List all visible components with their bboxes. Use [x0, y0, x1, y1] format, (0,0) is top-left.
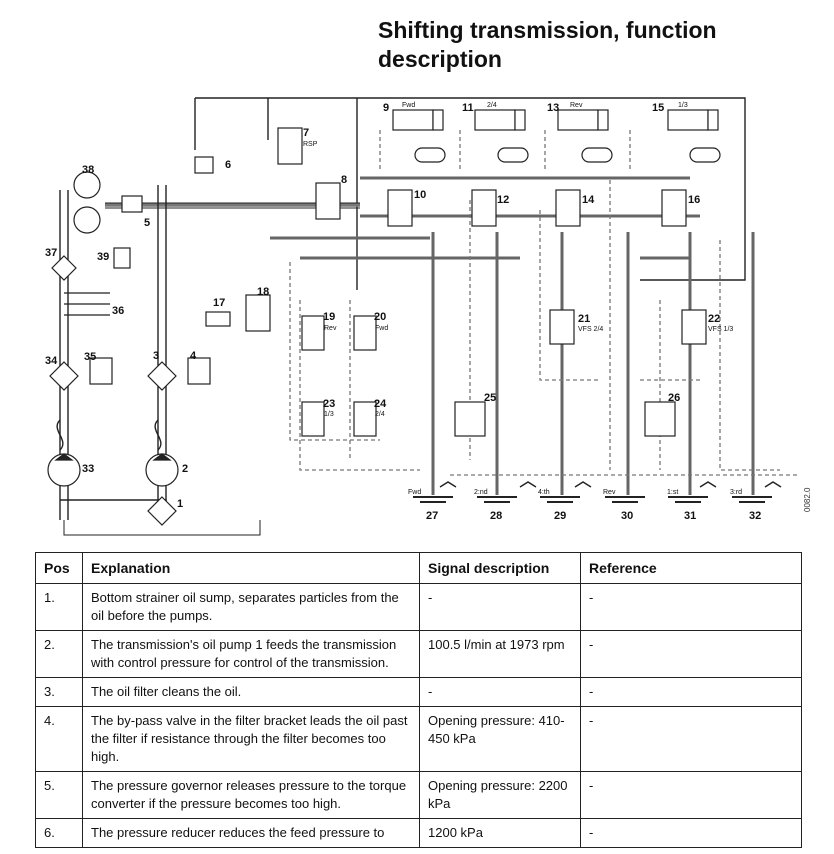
pos-label: 11	[462, 102, 474, 114]
header-reference: Reference	[580, 552, 802, 584]
pos-label: 12	[497, 194, 509, 206]
cell-reference: -	[580, 818, 802, 848]
cell-reference: -	[580, 677, 802, 707]
clutch-label: 4:th	[538, 489, 550, 496]
page-title: Shifting transmission, function descript…	[378, 17, 717, 72]
table-row: 3. The oil filter cleans the oil. - -	[35, 677, 802, 707]
pos-label: 34	[45, 355, 58, 367]
cell-signal: Opening pressure: 2200 kPa	[419, 771, 581, 819]
pos-label: 2	[182, 463, 188, 475]
cell-pos: 5.	[35, 771, 83, 819]
valve-label: Rev	[570, 102, 583, 109]
clutch-label: 3:rd	[730, 489, 742, 496]
pos-label: 22	[708, 313, 720, 325]
valve-label: 1/3	[324, 411, 334, 418]
cell-reference: -	[580, 706, 802, 772]
valve-label: Fwd	[402, 102, 415, 109]
cell-signal: -	[419, 677, 581, 707]
pos-label: 1	[177, 498, 183, 510]
pos-label: 21	[578, 313, 590, 325]
pos-label: 37	[45, 247, 57, 259]
document-id: 0082.0	[803, 487, 812, 512]
hydraulic-diagram: 1 2 3 4 5 6 7 8 9 10 11 12 13 14 15 16 1…	[45, 97, 800, 536]
pos-label: 17	[213, 297, 225, 309]
pos-label: 26	[668, 392, 680, 404]
pos-label: 31	[684, 510, 696, 522]
pos-label: 4	[190, 350, 197, 362]
pos-label: 28	[490, 510, 502, 522]
pos-label: 15	[652, 102, 664, 114]
cell-explanation: The pressure governor releases pressure …	[82, 771, 420, 819]
cell-explanation: The by-pass valve in the filter bracket …	[82, 706, 420, 772]
table-row: 2. The transmission's oil pump 1 feeds t…	[35, 630, 802, 678]
cell-signal: -	[419, 583, 581, 631]
valve-label: VFS 1/3	[708, 326, 733, 333]
valve-label: 2/4	[487, 102, 497, 109]
clutch-label: Fwd	[408, 489, 421, 496]
pos-label: 10	[414, 189, 426, 201]
pos-label: 27	[426, 510, 438, 522]
pos-label: 8	[341, 174, 347, 186]
pos-label: 6	[225, 159, 231, 171]
pos-label: 3	[153, 350, 159, 362]
cell-pos: 2.	[35, 630, 83, 678]
table-header-row: Pos Explanation Signal description Refer…	[35, 552, 802, 584]
pos-label: 18	[257, 286, 269, 298]
pos-label: 5	[144, 217, 150, 229]
pos-label: 25	[484, 392, 496, 404]
cell-explanation: The transmission's oil pump 1 feeds the …	[82, 630, 420, 678]
valve-label: 2/4	[375, 411, 385, 418]
table-row: 4. The by-pass valve in the filter brack…	[35, 706, 802, 772]
valve-label: VFS 2/4	[578, 326, 603, 333]
pos-label: 9	[383, 102, 389, 114]
cell-pos: 1.	[35, 583, 83, 631]
header-pos: Pos	[35, 552, 83, 584]
pos-label: 33	[82, 463, 94, 475]
pos-label: 30	[621, 510, 633, 522]
pos-label: 19	[323, 311, 335, 323]
pos-label: 38	[82, 164, 94, 176]
valve-label: Fwd	[375, 325, 388, 332]
valve-label: 1/3	[678, 102, 688, 109]
pos-label: 14	[582, 194, 595, 206]
cell-reference: -	[580, 583, 802, 631]
valve-label: Rev	[324, 325, 337, 332]
pos-label: 29	[554, 510, 566, 522]
cell-explanation: The pressure reducer reduces the feed pr…	[82, 818, 420, 848]
cell-explanation: The oil filter cleans the oil.	[82, 677, 420, 707]
cell-signal: 1200 kPa	[419, 818, 581, 848]
cell-pos: 3.	[35, 677, 83, 707]
pos-label: 13	[547, 102, 559, 114]
pos-label: 32	[749, 510, 761, 522]
valve-label: RSP	[303, 141, 318, 148]
header-signal-description: Signal description	[419, 552, 581, 584]
cell-pos: 4.	[35, 706, 83, 772]
specification-table: Pos Explanation Signal description Refer…	[35, 552, 802, 848]
pos-label: 16	[688, 194, 700, 206]
cell-explanation: Bottom strainer oil sump, separates part…	[82, 583, 420, 631]
pos-label: 24	[374, 398, 387, 410]
header-explanation: Explanation	[82, 552, 420, 584]
pos-label: 35	[84, 351, 96, 363]
cell-signal: 100.5 l/min at 1973 rpm	[419, 630, 581, 678]
cell-signal: Opening pressure: 410-450 kPa	[419, 706, 581, 772]
table-row: 6. The pressure reducer reduces the feed…	[35, 818, 802, 848]
table-row: 5. The pressure governor releases pressu…	[35, 771, 802, 819]
table-row: 1. Bottom strainer oil sump, separates p…	[35, 583, 802, 631]
pos-label: 7	[303, 127, 309, 139]
pos-label: 20	[374, 311, 386, 323]
cell-reference: -	[580, 771, 802, 819]
clutch-label: 2:nd	[474, 489, 488, 496]
cell-pos: 6.	[35, 818, 83, 848]
pos-label: 39	[97, 251, 109, 263]
pos-label: 23	[323, 398, 335, 410]
pos-label: 36	[112, 305, 124, 317]
clutch-label: Rev	[603, 489, 616, 496]
cell-reference: -	[580, 630, 802, 678]
clutch-label: 1:st	[667, 489, 678, 496]
